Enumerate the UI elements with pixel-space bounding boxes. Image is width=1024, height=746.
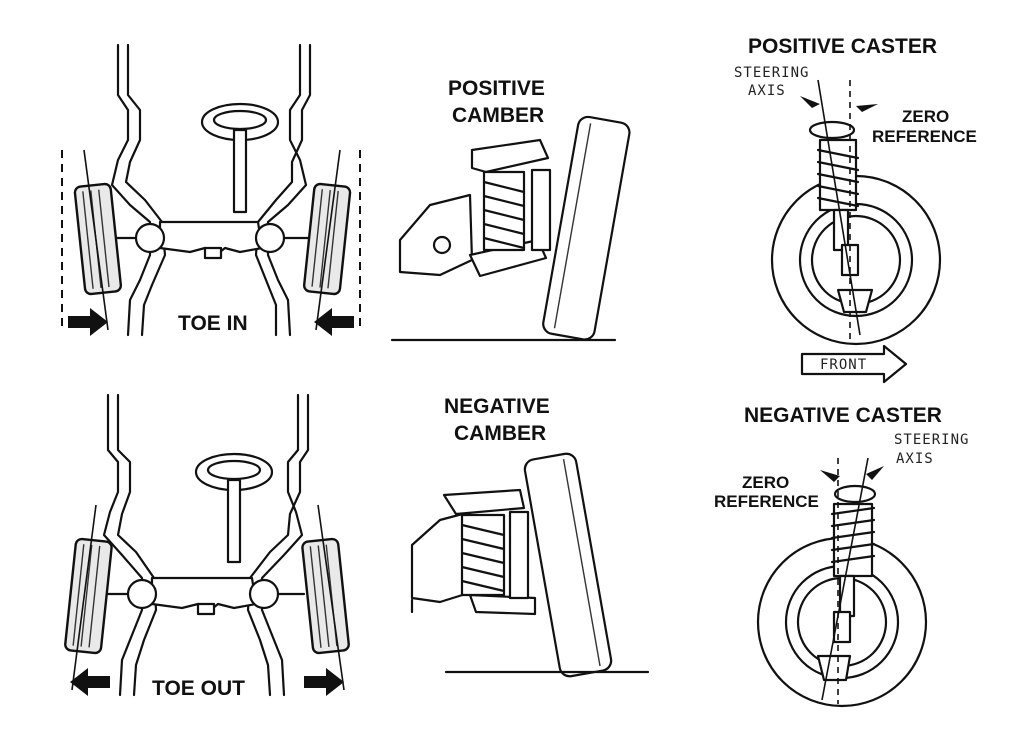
front-label: FRONT [820, 357, 867, 373]
toe-out-steering-wheel-icon [194, 452, 274, 564]
positive-caster-steering-axis [817, 79, 861, 336]
negative-caster-title: NEGATIVE CASTER [744, 404, 942, 427]
toe-out-right-arrow-icon [304, 668, 344, 696]
positive-camber-panel: POSITIVE CAMBER [390, 77, 631, 342]
front-arrow-icon: FRONT [800, 344, 908, 384]
negative-caster-steering-label-line1: STEERING [894, 432, 969, 448]
toe-out-right-tire [301, 537, 350, 655]
toe-out-left-tire [64, 537, 113, 655]
positive-caster-zero-label-line1: ZERO [902, 107, 949, 126]
toe-in-left-tire [73, 182, 123, 296]
negative-caster-zero-label-line2: REFERENCE [714, 492, 819, 511]
positive-caster-panel: POSITIVE CASTER STEERING AXIS ZERO REFER… [734, 35, 977, 384]
toe-out-panel: TOE OUT [64, 393, 350, 700]
negative-camber-suspension [410, 488, 537, 616]
toe-out-frame [102, 393, 310, 697]
positive-caster-zero-label-line2: REFERENCE [872, 127, 977, 146]
positive-caster-title: POSITIVE CASTER [748, 35, 937, 58]
toe-in-steering-wheel-icon [200, 102, 280, 214]
positive-camber-title-line2: CAMBER [452, 104, 544, 127]
negative-camber-panel: NEGATIVE CAMBER [410, 395, 650, 678]
toe-out-left-arrow-icon [70, 668, 110, 696]
toe-in-frame [110, 43, 312, 337]
positive-caster-steering-label-line1: STEERING [734, 65, 809, 81]
toe-out-label: TOE OUT [152, 677, 245, 700]
toe-in-right-arrow-icon [314, 308, 354, 336]
toe-in-right-tire [302, 182, 352, 296]
negative-caster-steering-axis [821, 457, 869, 701]
negative-caster-steering-label-line2: AXIS [896, 451, 934, 467]
positive-camber-suspension [398, 138, 552, 278]
negative-camber-title-line1: NEGATIVE [444, 395, 550, 418]
toe-in-label: TOE IN [178, 312, 248, 335]
toe-in-panel: TOE IN [61, 43, 361, 337]
negative-caster-panel: NEGATIVE CASTER STEERING AXIS ZERO REFER… [714, 404, 969, 708]
positive-camber-title-line1: POSITIVE [448, 77, 545, 100]
negative-camber-tire [523, 452, 613, 678]
toe-in-left-arrow-icon [68, 308, 108, 336]
negative-caster-strut [816, 484, 877, 682]
positive-camber-tire [542, 115, 631, 341]
negative-camber-title-line2: CAMBER [454, 422, 546, 445]
negative-caster-zero-label-line1: ZERO [742, 473, 789, 492]
positive-caster-steering-label-line2: AXIS [748, 83, 786, 99]
